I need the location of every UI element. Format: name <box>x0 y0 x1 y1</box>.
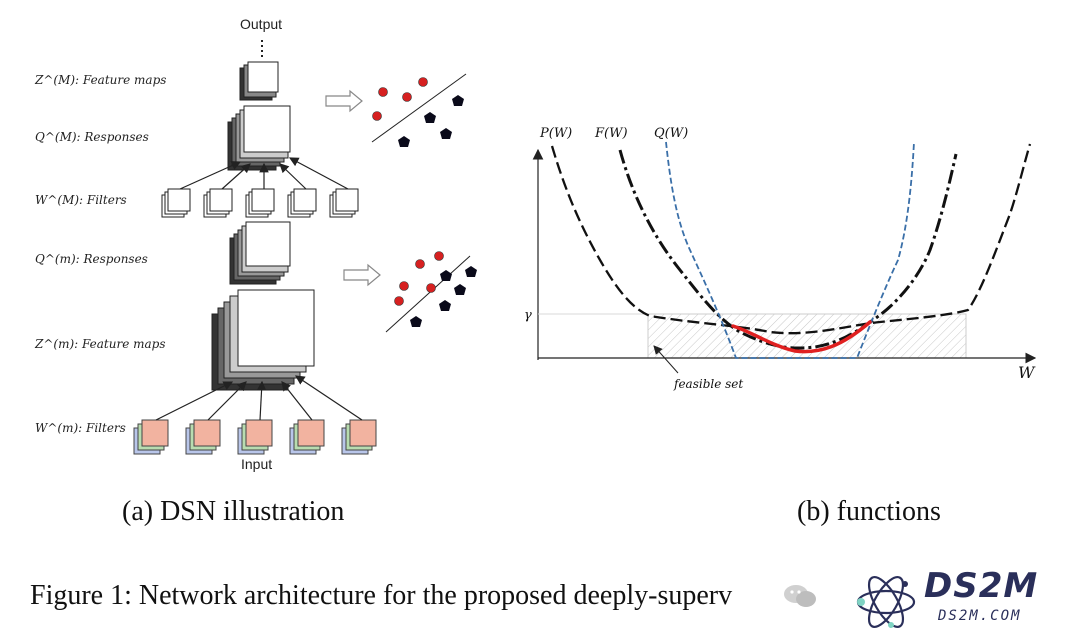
feasible-pointer <box>653 345 679 374</box>
q-mid-stack <box>229 221 291 285</box>
mid-classifier-scatter <box>385 251 477 333</box>
w-bot-arrows <box>155 375 363 421</box>
curve-q-label: Q(W) <box>654 126 688 141</box>
curve-q <box>665 141 915 359</box>
curve-f-label: F(W) <box>594 126 628 141</box>
dsn-diagram <box>133 40 477 455</box>
x-axis-label: W <box>1018 363 1036 382</box>
q-top-label: Q^(M): Responses <box>35 130 149 144</box>
z-mid-stack <box>211 289 315 391</box>
hollow-arrow-mid <box>343 263 381 287</box>
feasible-set-label: feasible set <box>673 377 743 391</box>
z-mid-label: Z^(m): Feature maps <box>35 337 166 351</box>
q-mid-label: Q^(m): Responses <box>35 252 148 266</box>
w-top-filters <box>161 188 359 218</box>
watermark-brand: DS2M <box>924 566 1039 606</box>
w-bot-filters <box>133 419 377 455</box>
figure-caption: Figure 1: Network architecture for the p… <box>30 580 733 611</box>
w-bot-label: W^(m): Filters <box>35 421 126 435</box>
z-top-label: Z^(M): Feature maps <box>35 73 167 87</box>
caption-b: (b) functions <box>797 496 941 527</box>
caption-a: (a) DSN illustration <box>122 496 345 527</box>
z-top-stack <box>239 61 279 101</box>
atom-logo-icon <box>856 576 916 628</box>
input-label: Input <box>241 456 273 472</box>
output-label: Output <box>240 16 283 32</box>
functions-plot: P(W) F(W) Q(W) γ feasible set W <box>524 126 1037 391</box>
curve-p-label: P(W) <box>539 126 572 141</box>
w-top-label: W^(M): Filters <box>35 193 127 207</box>
gamma-label: γ <box>524 308 532 323</box>
feasible-optimum-curve <box>731 320 872 354</box>
hollow-arrow-top <box>325 89 363 113</box>
w-top-arrows <box>179 157 349 190</box>
watermark-url: DS2M.COM <box>938 608 1022 624</box>
top-classifier-scatter <box>371 73 467 147</box>
curve-p <box>550 143 1032 335</box>
curve-f <box>618 149 958 350</box>
q-top-stack <box>227 105 291 171</box>
wechat-icon <box>784 585 816 607</box>
